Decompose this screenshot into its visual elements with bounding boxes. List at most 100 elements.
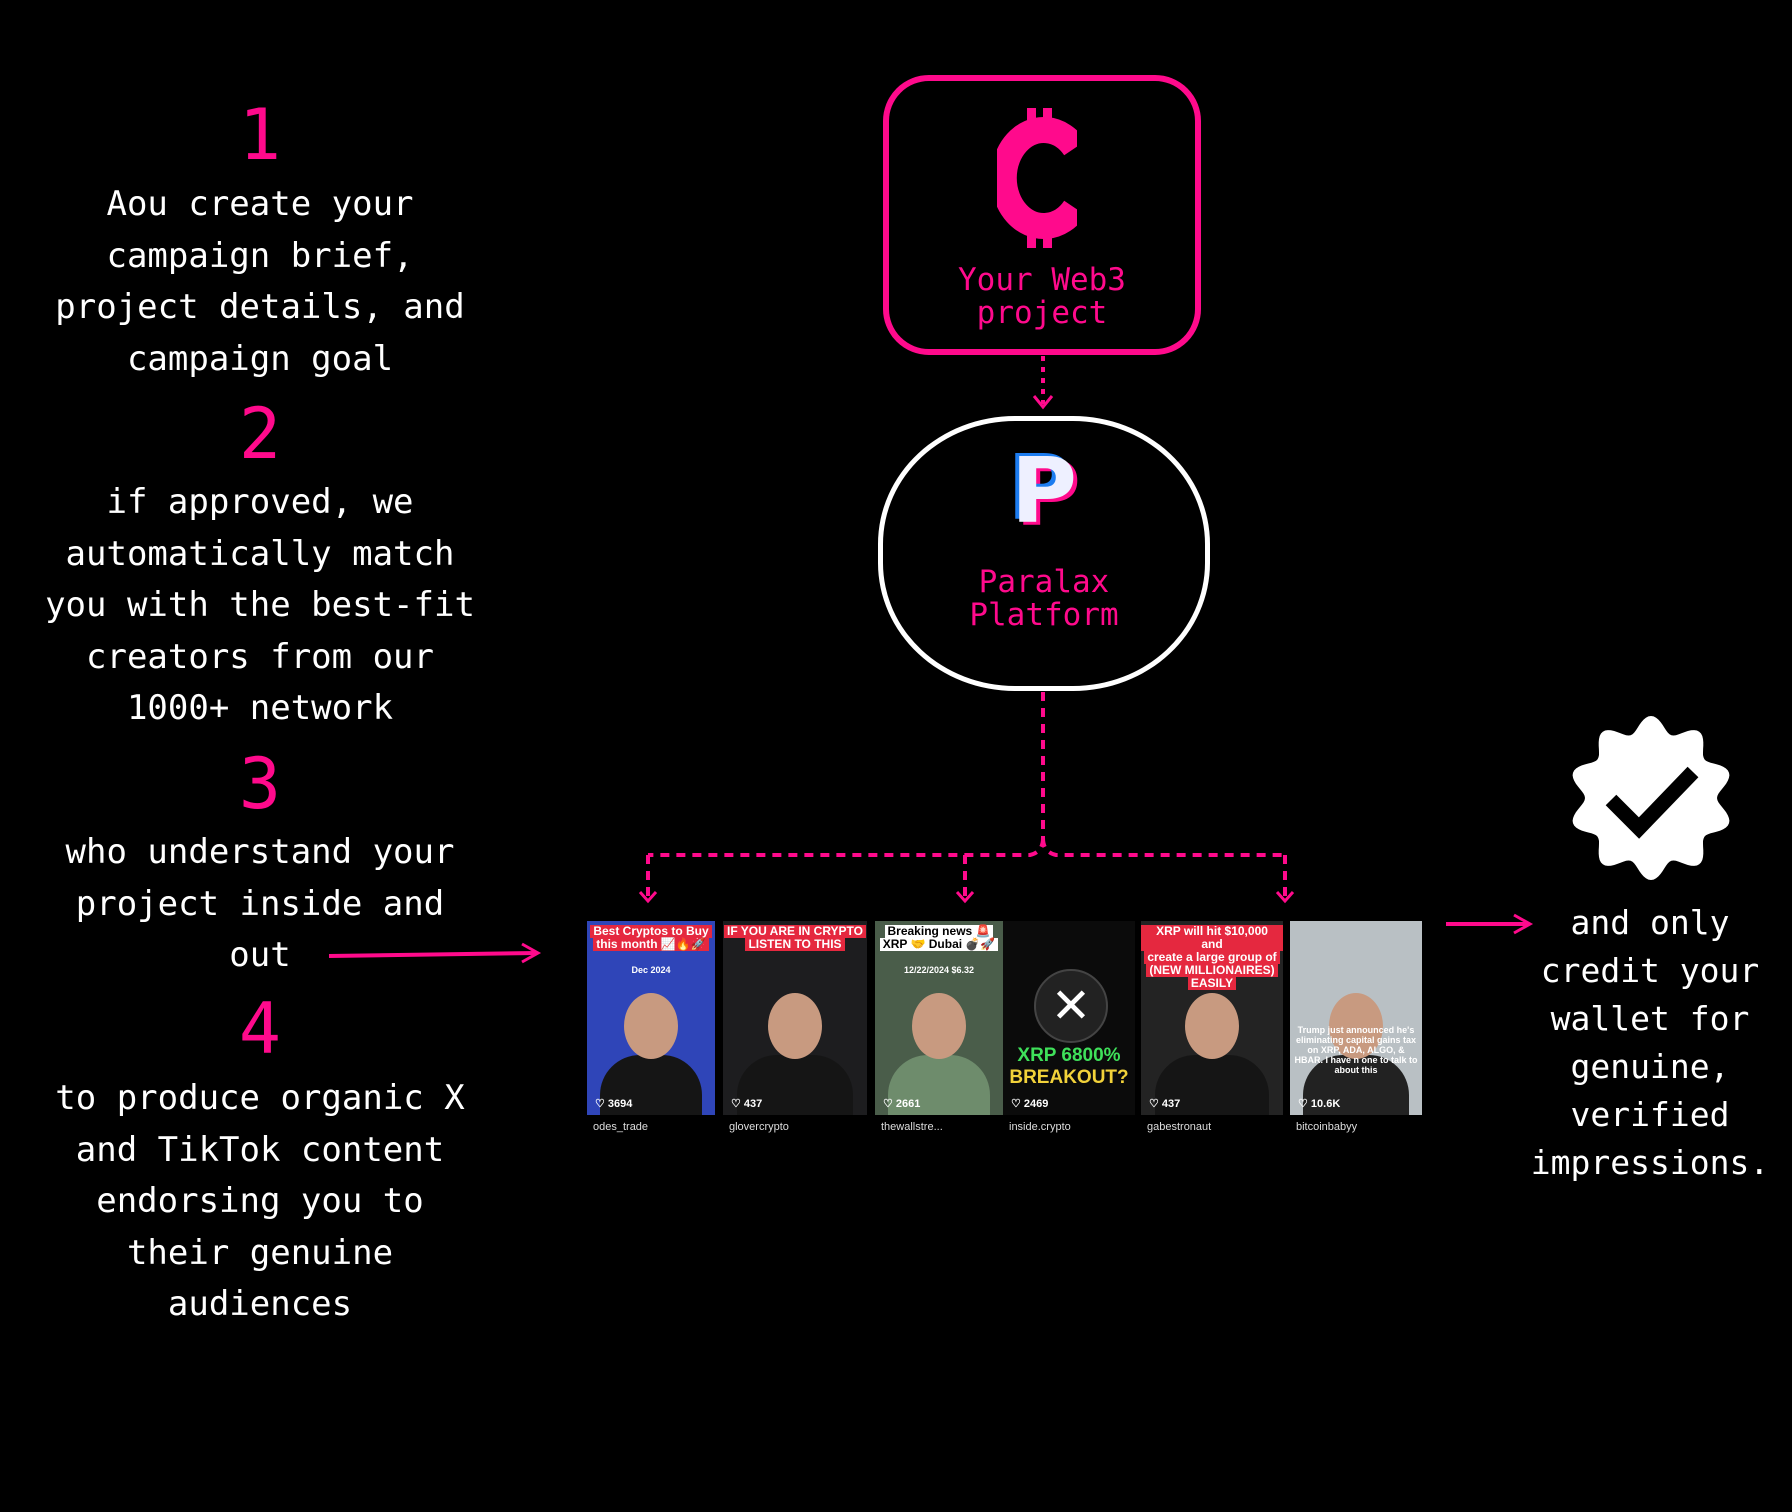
branch-left [648,837,1045,857]
creator-silhouette [912,993,966,1059]
web3-project-box: Your Web3 project [883,75,1201,355]
creator-video-thumbnail[interactable]: Trump just announced he's eliminating ca… [1290,921,1422,1115]
text-line: creators from our [86,636,434,677]
step-3-text: who understand your project inside and o… [0,827,520,982]
like-count: ♡ 10.6K [1298,1098,1341,1110]
branch-right [1041,837,1285,857]
result-text: and only credit your wallet for genuine,… [1515,899,1785,1187]
caption-line: this month 📈🔥🚀 [593,938,709,951]
text-line: if approved, we [106,482,414,522]
creator-username[interactable]: bitcoinbabyy [1296,1121,1358,1133]
video-subtext: 12/22/2024 $6.32 [903,965,975,975]
like-count: ♡ 2469 [1011,1098,1049,1110]
caption-line: LISTEN TO THIS [745,938,845,951]
paralax-platform-box: P Paralax Platform [878,416,1210,691]
text-line: who understand your [65,832,455,872]
arrow-head [955,891,975,904]
creator-video-thumbnail[interactable]: Breaking news 🚨XRP 🤝 Dubai 💣🚀 12/22/2024 … [875,921,1003,1115]
text-line: to produce organic X [55,1078,465,1118]
text-line: verified [1570,1095,1730,1134]
text-line: their genuine [126,1232,394,1273]
like-count: ♡ 3694 [595,1098,633,1110]
arrow-head [1275,891,1295,904]
creator-username[interactable]: glovercrypto [729,1121,789,1133]
creator-username[interactable]: thewallstre... [881,1121,943,1133]
creator-username[interactable]: gabestronaut [1147,1121,1212,1133]
caption-line: XRP will hit $10,000 and [1141,925,1283,951]
text-line: project inside and [75,883,445,924]
logo-letter: P [1011,439,1077,544]
creator-silhouette [624,993,678,1059]
text-line: campaign brief, [106,235,414,276]
text-line: 1000+ network [126,688,394,728]
video-subtext: Dec 2024 [631,965,671,975]
arrow-head [1513,913,1534,935]
text-line: you with the best-fit [45,585,475,625]
arrow-head [1032,395,1054,410]
arrow-to-creators [328,951,537,958]
caption-line: Breaking news 🚨 [884,925,994,938]
video-subtext: Trump just announced he's eliminating ca… [1294,1025,1418,1075]
caption-line: create a large group of [1144,951,1280,964]
text-line: and only [1570,903,1730,942]
step-1-text: Aou create your campaign brief, project … [0,179,520,385]
text-line: impressions. [1530,1143,1770,1182]
project-label: Your Web3 project [889,264,1195,330]
creator-body [1303,1055,1409,1115]
text-line: project details, and [55,287,465,327]
creator-username[interactable]: inside.crypto [1009,1121,1071,1133]
paralax-logo-icon: P [883,447,1205,539]
caption-line: EASILY [1187,977,1237,990]
creator-username[interactable]: odes_trade [593,1121,649,1133]
creator-body [599,1055,703,1115]
text-line: endorsing you to [96,1181,424,1221]
headline-line: XRP 6800% [1017,1045,1121,1066]
xrp-logo-icon: ✕ [1034,969,1108,1043]
arrow-head [521,942,542,964]
like-count: ♡ 437 [1149,1098,1181,1110]
creator-body [1155,1055,1269,1115]
video-headline: XRP 6800%BREAKOUT? [1003,1045,1135,1089]
cent-icon [997,108,1077,248]
verified-badge-icon [1572,716,1730,880]
label-line: Paralax [978,564,1110,600]
like-count: ♡ 2661 [883,1098,921,1110]
step-2-text: if approved, we automatically match you … [0,477,520,735]
creator-body [887,1055,991,1115]
caption-line: (NEW MILLIONAIRES) [1146,964,1278,977]
caption-line: Best Cryptos to Buy [590,925,712,938]
text-line: Aou create your [106,184,414,224]
step-2-number: 2 [238,393,282,475]
label-line: Your Web3 [958,262,1126,298]
like-count: ♡ 437 [731,1098,763,1110]
label-line: Platform [969,597,1119,633]
step-4-text: to produce organic X and TikTok content … [0,1073,520,1331]
step-4-number: 4 [238,988,282,1070]
headline-line: BREAKOUT? [1009,1067,1129,1088]
step-3-number: 3 [238,743,282,825]
text-line: audiences [167,1284,353,1324]
text-line: credit your [1540,951,1760,990]
text-line: out [229,935,291,975]
caption-line: XRP 🤝 Dubai 💣🚀 [879,938,999,951]
creator-video-thumbnail[interactable]: ✕XRP 6800%BREAKOUT? ♡ 2469 [1003,921,1135,1115]
text-line: wallet for [1550,999,1750,1038]
creator-silhouette [768,993,822,1059]
creator-silhouette [1185,993,1239,1059]
creator-silhouette [1329,993,1383,1059]
text-line: genuine, [1570,1047,1730,1086]
text-line: automatically match [65,533,455,574]
platform-label: Paralax Platform [883,566,1205,632]
creator-body [737,1055,853,1115]
label-line: project [976,295,1108,331]
video-caption: Breaking news 🚨XRP 🤝 Dubai 💣🚀 [875,925,1003,951]
step-1-number: 1 [238,94,282,176]
arrow-head [638,891,658,904]
